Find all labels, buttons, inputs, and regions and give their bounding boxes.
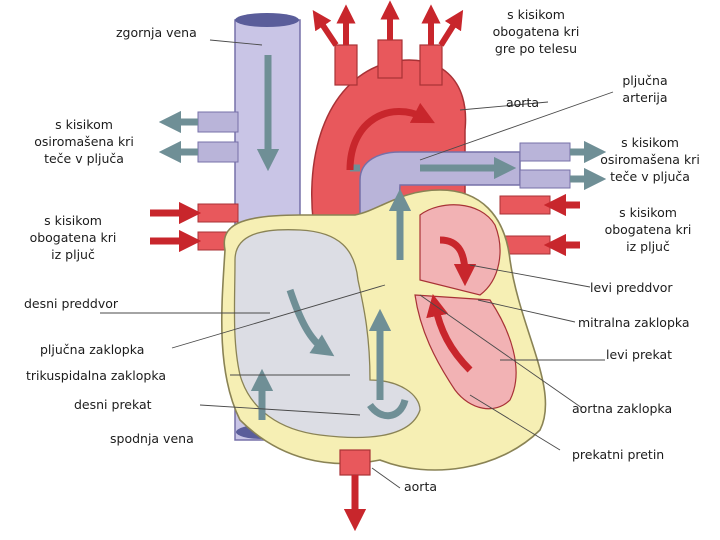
label-levi-preddvor: levi preddvor (590, 280, 673, 295)
label-obogatena-levo-line1: s kisikom (44, 213, 102, 228)
label-kri-po-telesu-line3: gre po telesu (494, 41, 578, 56)
label-pljucna-arterija-line1: pljučna (622, 73, 668, 88)
label-osiromasena-levo-line3: teče v pljuča (44, 151, 124, 166)
label-osiromasena-desno-line2: osiromašena kri (600, 152, 700, 167)
label-osiromasena-levo-line2: osiromašena kri (34, 134, 134, 149)
label-obogatena-desno-line3: iz pljuč (626, 239, 670, 254)
arrows-to-body (312, 0, 464, 47)
label-obogatena-levo-line3: iz pljuč (51, 247, 95, 262)
label-mitralna-zaklopka: mitralna zaklopka (578, 315, 690, 330)
label-kri-po-telesu: s kisikom obogatena kri gre po telesu (472, 6, 600, 57)
label-osiromasena-desno-line1: s kisikom (621, 135, 679, 150)
label-obogatena-desno: s kisikom obogatena kri iz pljuč (588, 204, 708, 255)
heart-body (220, 189, 547, 476)
oxygenated-flow (150, 102, 580, 532)
label-osiromasena-levo: s kisikom osiromašena kri teče v pljuča (18, 116, 150, 167)
right-chamber-shape (233, 229, 421, 439)
label-zgornja-vena: zgornja vena (116, 25, 197, 40)
label-pljucna-zaklopka: pljučna zaklopka (40, 342, 145, 357)
label-osiromasena-levo-line1: s kisikom (55, 117, 113, 132)
label-kri-po-telesu-line2: obogatena kri (492, 24, 580, 39)
label-pljucna-arterija-line2: arterija (622, 90, 668, 105)
label-obogatena-desno-line1: s kisikom (619, 205, 677, 220)
label-desni-preddvor: desni preddvor (24, 296, 119, 311)
label-kri-po-telesu-line1: s kisikom (507, 7, 565, 22)
label-spodnja-vena: spodnja vena (110, 431, 194, 446)
label-pljucna-arterija: pljučna arterija (608, 72, 682, 106)
label-obogatena-levo: s kisikom obogatena kri iz pljuč (10, 212, 136, 263)
label-prekatni-pretin: prekatni pretin (572, 447, 665, 462)
label-aorta-top: aorta (506, 95, 540, 110)
deoxygenated-flow (158, 55, 607, 420)
label-osiromasena-desno: s kisikom osiromašena kri teče v pljuča (584, 134, 716, 185)
label-osiromasena-desno-line3: teče v pljuča (610, 169, 690, 184)
leader-lines (100, 39, 614, 489)
label-aortna-zaklopka: aortna zaklopka (572, 401, 673, 416)
label-aorta-bottom: aorta (404, 479, 438, 494)
label-obogatena-levo-line2: obogatena kri (29, 230, 117, 245)
label-trikuspidalna-zaklopka: trikuspidalna zaklopka (26, 368, 167, 383)
label-levi-prekat: levi prekat (606, 347, 673, 362)
label-obogatena-desno-line2: obogatena kri (604, 222, 692, 237)
label-desni-prekat: desni prekat (74, 397, 152, 412)
